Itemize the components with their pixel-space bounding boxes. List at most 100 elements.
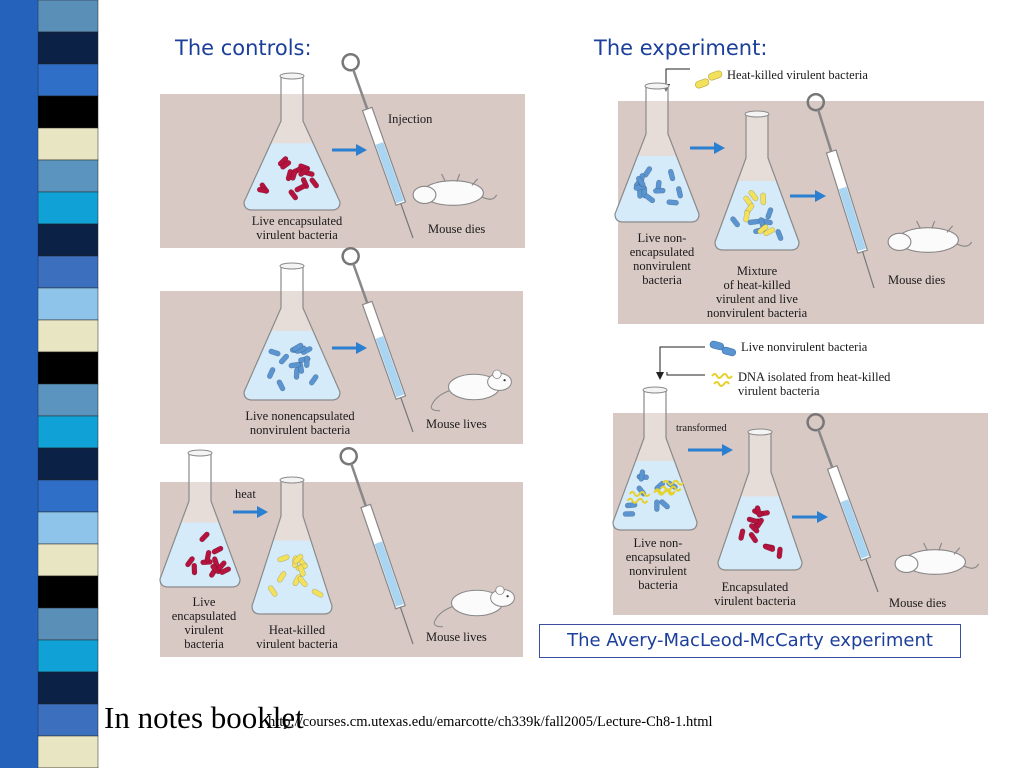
syringe-icon bbox=[806, 412, 879, 593]
bacterium-icon bbox=[280, 160, 292, 170]
bacterium-icon bbox=[276, 379, 286, 392]
stripe-block bbox=[37, 479, 99, 513]
flask-exp-nonvirulent bbox=[614, 82, 700, 223]
bacterium-icon bbox=[290, 168, 298, 181]
syringe-icon bbox=[339, 446, 414, 645]
bacterium-icon bbox=[730, 216, 741, 228]
arrow-icon bbox=[332, 342, 367, 354]
bacterium-icon bbox=[292, 553, 304, 565]
dna-strand-icon bbox=[659, 485, 682, 492]
syringe-icon bbox=[806, 92, 875, 289]
pointer-arrowhead bbox=[656, 372, 664, 380]
dead-mouse-icon bbox=[894, 542, 980, 575]
bacterium-icon bbox=[211, 545, 224, 555]
bacterium-icon bbox=[288, 189, 299, 201]
injection-label: Injection bbox=[388, 112, 433, 126]
stripe-block bbox=[37, 95, 99, 129]
stripe-block bbox=[37, 319, 99, 353]
dna-icon bbox=[711, 373, 733, 379]
bacterium-icon bbox=[277, 554, 290, 563]
bacterium-icon bbox=[622, 511, 636, 517]
stripe-block bbox=[37, 63, 99, 97]
bacterium-icon bbox=[746, 516, 759, 525]
bacterium-icon bbox=[256, 186, 270, 194]
exp1-bacteria-label: Live non- encapsulated nonvirulent bacte… bbox=[629, 231, 695, 287]
flask-heat-killed bbox=[251, 476, 333, 615]
stripe-block bbox=[37, 415, 99, 449]
bacterium-icon bbox=[278, 353, 290, 365]
bacterium-icon bbox=[297, 576, 308, 588]
pointer-line bbox=[665, 68, 690, 84]
bacterium-icon bbox=[308, 374, 319, 386]
bacterium-icon bbox=[297, 564, 306, 577]
dead-mouse-icon bbox=[887, 220, 973, 253]
arrow-icon bbox=[690, 142, 725, 154]
bacterium-icon bbox=[298, 166, 310, 177]
bacterium-icon bbox=[311, 588, 324, 598]
stripe-block bbox=[37, 255, 99, 289]
bacterium-icon bbox=[765, 207, 774, 220]
dna-strand-icon bbox=[628, 491, 651, 498]
exp2-result-label: Encapsulated virulent bacteria bbox=[714, 580, 796, 608]
bacterium-icon bbox=[748, 190, 759, 202]
bacterium-icon bbox=[303, 355, 310, 369]
bacterium-icon bbox=[309, 177, 320, 189]
bacterium-icon bbox=[216, 560, 227, 572]
control3-heated-label: Heat-killed virulent bacteria bbox=[256, 623, 338, 651]
bacterium-icon bbox=[644, 193, 656, 204]
control2-outcome: Mouse lives bbox=[426, 417, 487, 431]
arrow-icon bbox=[332, 144, 367, 156]
bacterium-icon bbox=[219, 566, 232, 575]
bacterium-icon bbox=[267, 585, 278, 597]
experiment-title: The experiment: bbox=[594, 36, 768, 60]
bacterium-icon bbox=[659, 499, 670, 510]
source-url[interactable]: http://courses.cm.utexas.edu/emarcotte/c… bbox=[268, 714, 713, 730]
bacterium-icon bbox=[293, 367, 300, 380]
bacterium-icon bbox=[635, 175, 646, 188]
bacterium-icon bbox=[185, 556, 195, 568]
bacterium-icon bbox=[294, 183, 307, 193]
bacterium-icon bbox=[760, 192, 767, 206]
stripe-block bbox=[37, 607, 99, 641]
arrow-icon bbox=[792, 511, 828, 523]
exp2-bacteria-label: Live non- encapsulated nonvirulent bacte… bbox=[625, 536, 691, 592]
bacterium-icon bbox=[775, 228, 784, 242]
bacterium-icon bbox=[757, 224, 769, 235]
stripe-block bbox=[37, 191, 99, 225]
dead-mouse-icon bbox=[412, 173, 498, 206]
bacterium-icon bbox=[748, 531, 759, 544]
legend-heat-killed-label: Heat-killed virulent bacteria bbox=[727, 68, 868, 82]
bacterium-icon bbox=[624, 502, 638, 509]
caption-box: The Avery-MacLeod-McCarty experiment bbox=[539, 624, 961, 658]
stripe-block bbox=[37, 223, 99, 257]
bacterium-icon bbox=[763, 543, 776, 552]
legend-dna-label: DNA isolated from heat-killed virulent b… bbox=[738, 370, 891, 398]
dna-strand-icon bbox=[653, 489, 675, 496]
bacterium-icon bbox=[754, 505, 763, 518]
heat-label: heat bbox=[235, 487, 256, 501]
exp1-outcome: Mouse dies bbox=[888, 273, 946, 287]
syringe-icon bbox=[341, 246, 414, 433]
heat-killed-bacterium-icon bbox=[695, 78, 710, 89]
flask-nonvirulent bbox=[243, 262, 341, 401]
exp2-outcome: Mouse dies bbox=[889, 596, 947, 610]
bacterium-icon bbox=[738, 528, 746, 541]
stripe-block bbox=[37, 735, 99, 768]
dna-strand-icon bbox=[626, 497, 649, 504]
bacterium-icon bbox=[638, 469, 646, 482]
control2-bacteria-label: Live nonencapsulated nonvirulent bacteri… bbox=[245, 409, 355, 437]
stripe-block bbox=[37, 447, 99, 481]
bacterium-icon bbox=[748, 523, 760, 534]
arrow-icon bbox=[790, 190, 826, 202]
notes-text: In notes booklet bbox=[104, 700, 304, 735]
stripe-block bbox=[37, 639, 99, 673]
dna-strand-icon bbox=[662, 479, 684, 486]
decorative-stripe bbox=[0, 0, 99, 768]
bacterium-icon bbox=[654, 499, 660, 512]
bacterium-icon bbox=[204, 549, 212, 563]
bacterium-icon bbox=[199, 531, 210, 543]
bacterium-icon bbox=[666, 199, 679, 206]
control-panel-1 bbox=[160, 94, 525, 248]
bacterium-icon bbox=[277, 571, 287, 583]
